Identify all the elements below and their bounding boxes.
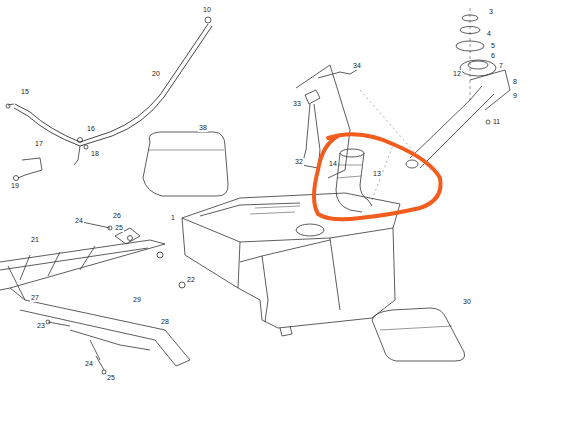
callout-number: 34 bbox=[352, 62, 362, 70]
callout-number: 28 bbox=[160, 318, 170, 326]
callout-number: 26 bbox=[112, 212, 122, 220]
callout-number: 12 bbox=[452, 70, 462, 78]
callout-number: 6 bbox=[490, 52, 496, 60]
callout-number: 18 bbox=[90, 150, 100, 158]
callout-number: 3 bbox=[488, 8, 494, 16]
callout-number: 25 bbox=[114, 224, 124, 232]
callout-number: 11 bbox=[492, 118, 501, 126]
callout-number: 22 bbox=[186, 276, 196, 284]
callout-number: 21 bbox=[30, 236, 40, 244]
callout-number: 25 bbox=[106, 374, 116, 382]
callout-number: 24 bbox=[84, 360, 94, 368]
callout-number: 27 bbox=[30, 294, 40, 302]
callout-number: 38 bbox=[198, 124, 208, 132]
callout-number: 14 bbox=[328, 160, 338, 168]
callout-number: 20 bbox=[151, 70, 161, 78]
callout-number: 4 bbox=[486, 30, 492, 38]
callout-number: 24 bbox=[74, 217, 84, 225]
callout-number: 33 bbox=[292, 100, 302, 108]
callout-number: 30 bbox=[462, 298, 472, 306]
callout-number: 17 bbox=[34, 140, 44, 148]
callout-number: 32 bbox=[294, 158, 304, 166]
callout-number: 29 bbox=[132, 296, 142, 304]
callout-number: 15 bbox=[20, 88, 30, 96]
callout-number: 8 bbox=[512, 78, 518, 86]
callout-number: 16 bbox=[86, 125, 96, 133]
callout-number: 5 bbox=[490, 42, 496, 50]
callout-number: 23 bbox=[36, 322, 46, 330]
callout-number: 13 bbox=[372, 170, 382, 178]
callout-number: 7 bbox=[498, 62, 504, 70]
callout-number: 19 bbox=[10, 182, 20, 190]
callout-number: 10 bbox=[202, 6, 212, 14]
callout-number: 9 bbox=[512, 92, 518, 100]
callout-number: 1 bbox=[170, 214, 176, 222]
